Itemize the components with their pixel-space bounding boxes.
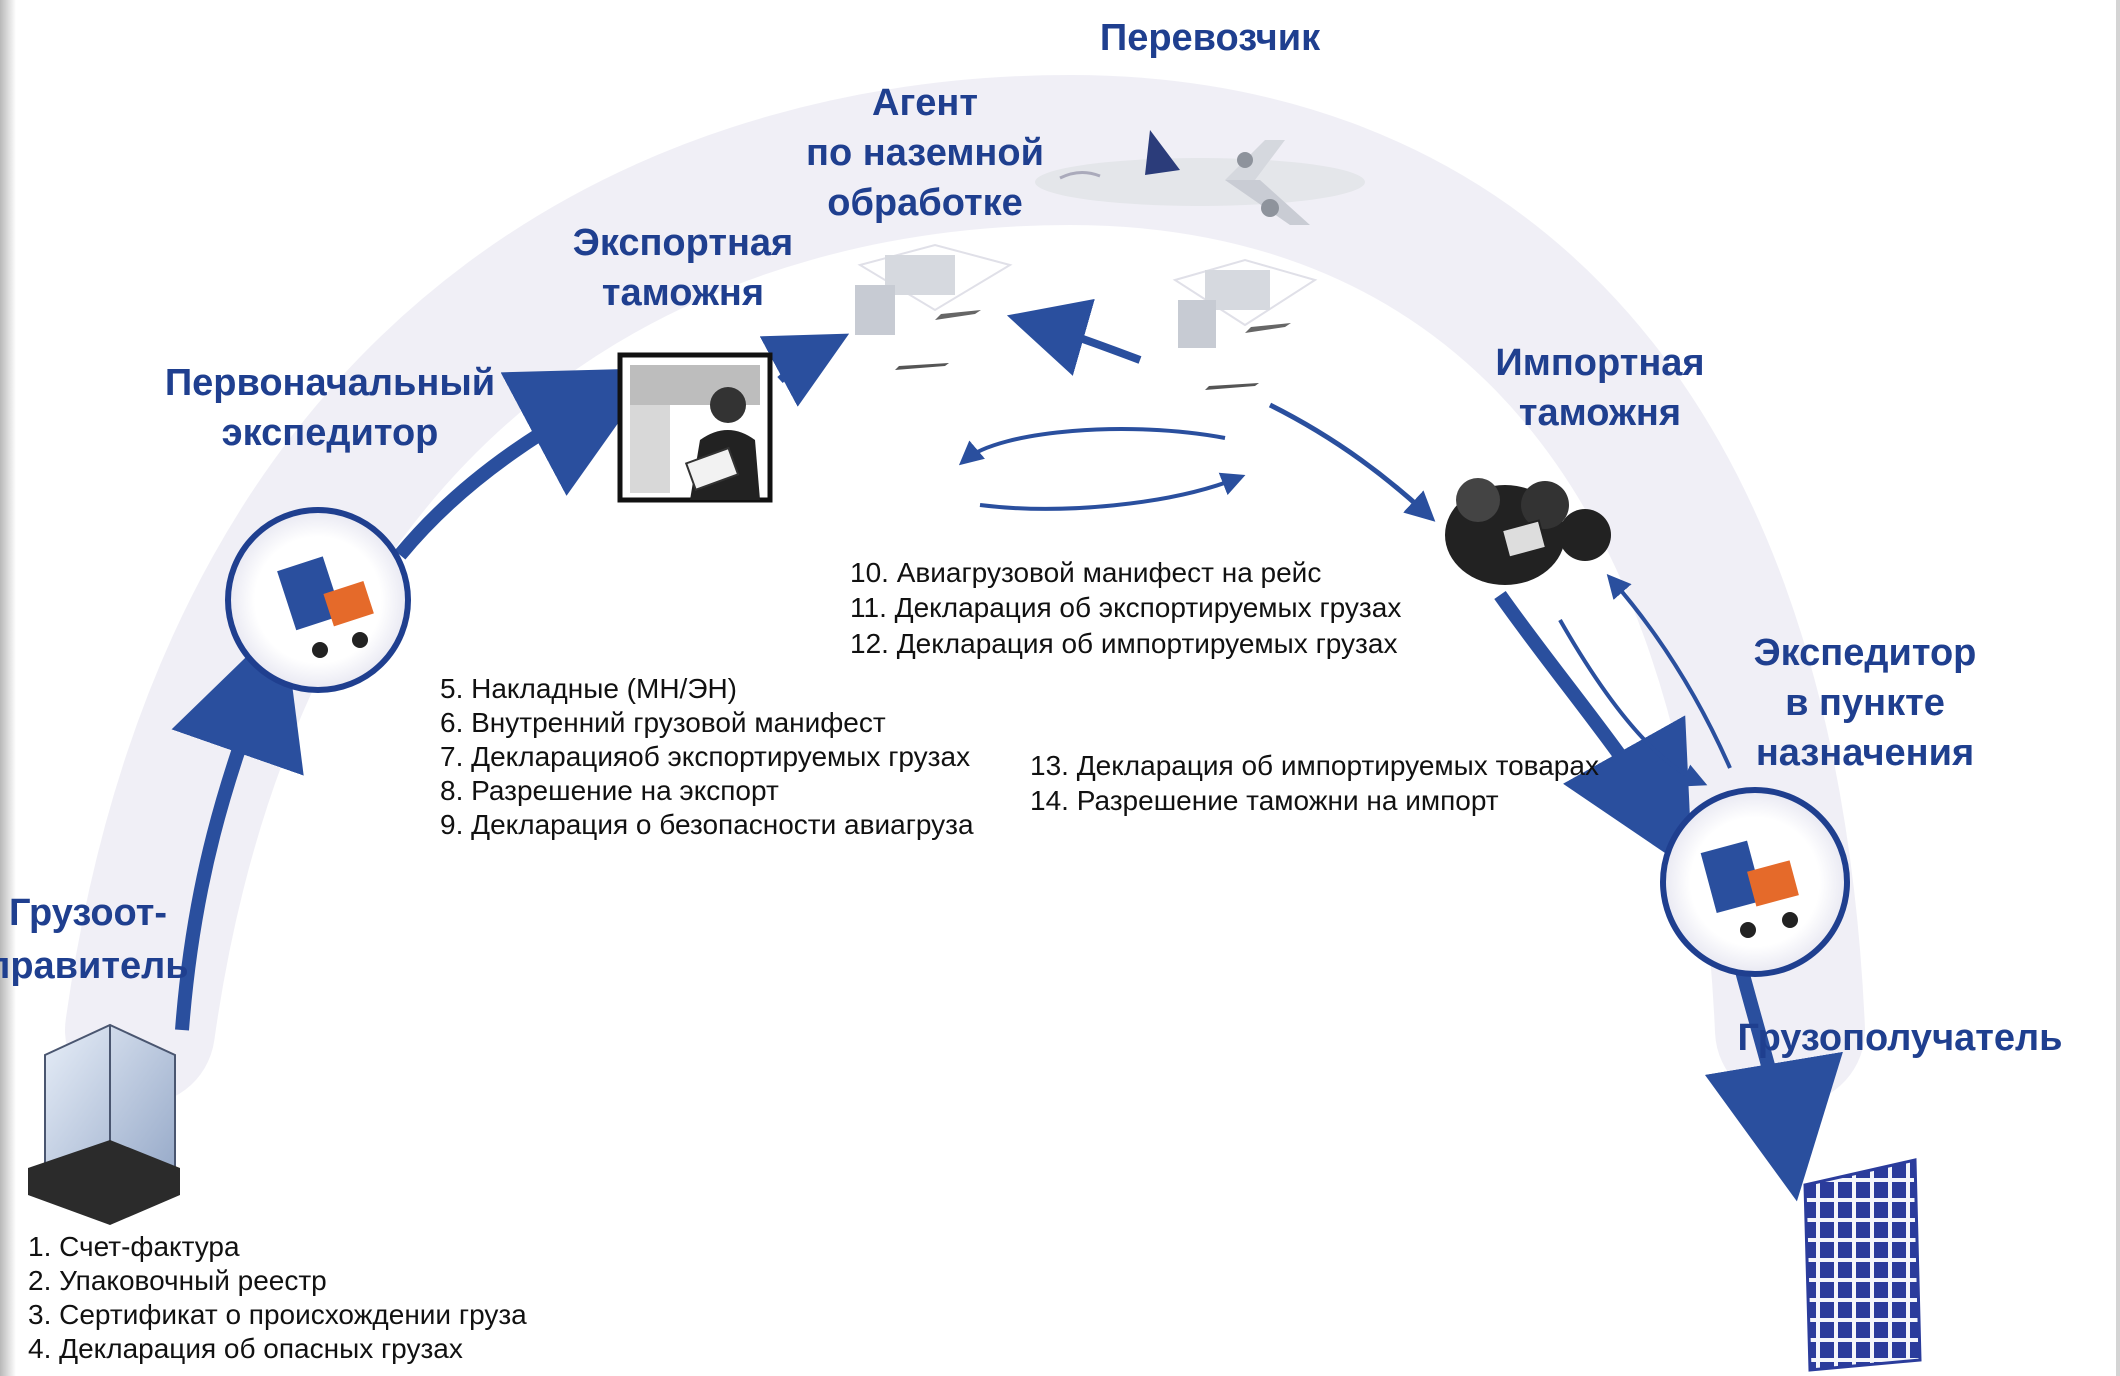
- airplane-icon: [1035, 130, 1365, 225]
- arrow-import-customs-down: [1494, 590, 1693, 872]
- label-destination-forwarder-1: Экспедитор: [1754, 632, 1977, 674]
- label-export-customs-2: таможня: [602, 272, 764, 314]
- arrow-forwarder-to-customs: [394, 368, 658, 560]
- doc-item: 8. Разрешение на экспорт: [440, 774, 779, 806]
- initial-forwarder-truck-icon: [225, 507, 411, 693]
- doc-item: 9. Декларация о безопасности авиагруза: [440, 808, 974, 840]
- label-ground-agent-1: Агент: [872, 82, 978, 124]
- label-import-customs-1: Импортная: [1495, 342, 1704, 384]
- doc-item: 6. Внутренний грузовой манифест: [440, 706, 886, 738]
- consignee-building-icon: [1803, 1158, 1922, 1372]
- doc-item: 7. Декларацияоб экспортируемых грузах: [440, 740, 971, 772]
- ground-agent-terminal-icon-2: [1172, 258, 1318, 390]
- doc-item: 4. Декларация об опасных грузах: [28, 1333, 463, 1365]
- arrow-customs-to-agent: [759, 333, 850, 407]
- doc-item: 5. Накладные (МН/ЭН): [440, 673, 737, 704]
- import-documents: 13. Декларация об импортируемых товарах …: [1030, 748, 1599, 819]
- label-shipper-2: правитель: [0, 945, 189, 987]
- doc-item: 2. Упаковочный реестр: [28, 1265, 327, 1297]
- import-customs-crowd-icon: [1445, 478, 1611, 585]
- label-destination-forwarder-3: назначения: [1756, 732, 1974, 774]
- label-ground-agent-3: обработке: [827, 182, 1023, 224]
- scan-edge-left: [0, 0, 16, 1376]
- label-consignee: Грузополучатель: [1737, 1017, 2062, 1059]
- arrow-shipper-to-forwarder: [171, 620, 304, 1031]
- arrow-docs-left: [958, 427, 1226, 466]
- doc-item: 12. Декларация об импортируемых грузах: [850, 627, 1398, 659]
- flight-documents: 10. Авиагрузовой манифест на рейс 11. Де…: [850, 555, 1401, 661]
- ground-agent-terminal-icon: [855, 243, 1013, 370]
- shipper-building-icon: [28, 1023, 180, 1225]
- arrow-dest-forwarder-to-import: [1606, 573, 1732, 769]
- label-initial-forwarder-2: экспедитор: [222, 412, 439, 454]
- arrow-to-consignee: [1704, 943, 1843, 1202]
- arrow-import-to-dest-forwarder: [1558, 619, 1708, 787]
- arrow-agent2-to-agent1: [1006, 298, 1142, 376]
- export-customs-officer-icon: [617, 352, 773, 503]
- doc-item: 11. Декларация об экспортируемых грузах: [850, 592, 1402, 624]
- arrow-docs-right: [979, 472, 1246, 511]
- doc-item: 3. Сертификат о происхождении груза: [28, 1299, 527, 1331]
- label-initial-forwarder-1: Первоначальный: [165, 362, 495, 404]
- scan-edge-right: [2116, 0, 2120, 1376]
- label-export-customs-1: Экспортная: [573, 222, 793, 264]
- doc-item: 1. Счет-фактура: [28, 1231, 240, 1262]
- doc-item: 13. Декларация об импортируемых товарах: [1030, 750, 1599, 781]
- label-carrier: Перевозчик: [1100, 17, 1321, 59]
- label-destination-forwarder-2: в пункте: [1785, 682, 1945, 724]
- forwarder-documents: 5. Накладные (МН/ЭН) 6. Внутренний грузо…: [440, 672, 974, 841]
- label-shipper-1: Грузоот-: [9, 892, 167, 934]
- label-ground-agent-2: по наземной: [806, 132, 1044, 174]
- doc-item: 10. Авиагрузовой манифест на рейс: [850, 557, 1322, 588]
- doc-item: 14. Разрешение таможни на импорт: [1030, 785, 1499, 817]
- label-import-customs-2: таможня: [1519, 392, 1681, 434]
- arrow-agent-to-import-customs: [1268, 402, 1436, 522]
- arc-band: [65, 74, 1865, 1105]
- destination-forwarder-truck-icon: [1660, 787, 1850, 977]
- shipper-documents: 1. Счет-фактура 2. Упаковочный реестр 3.…: [28, 1230, 527, 1367]
